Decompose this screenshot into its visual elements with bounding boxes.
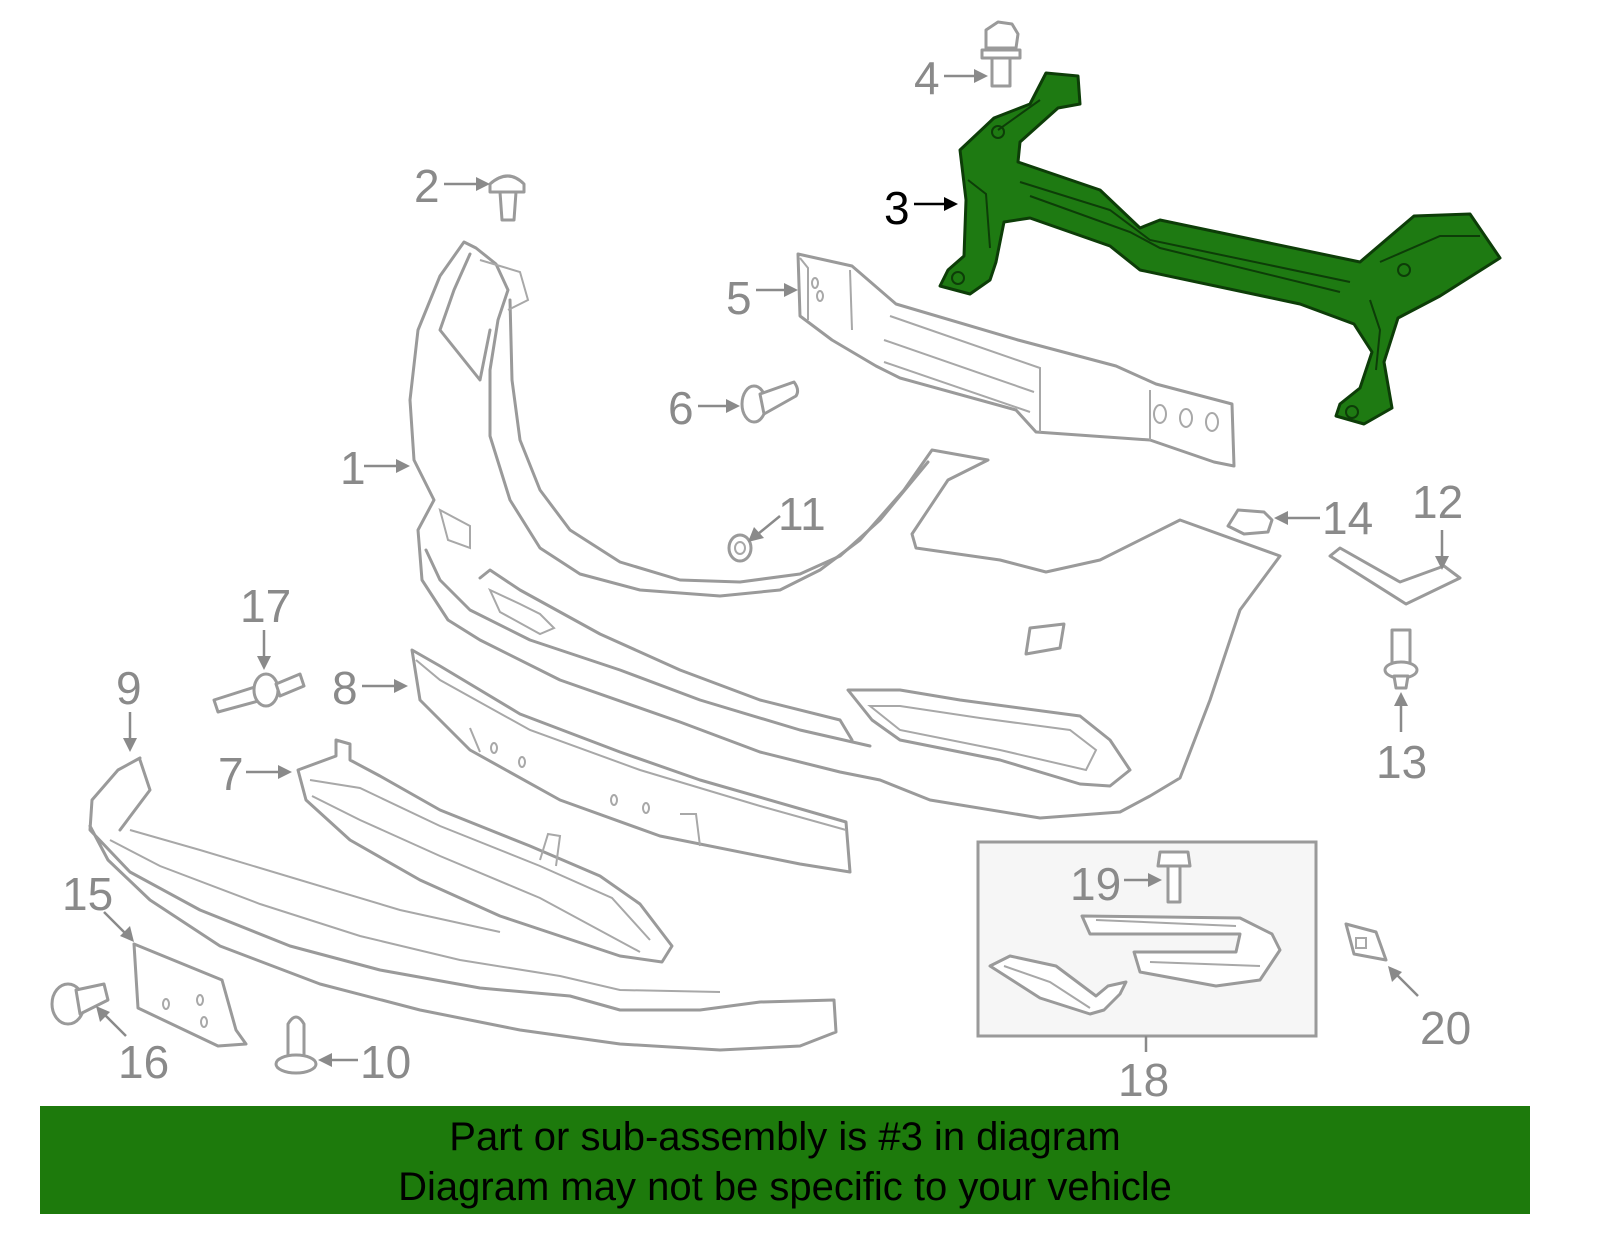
part-1-bumper-cover[interactable] bbox=[408, 240, 1282, 820]
banner-line-1: Part or sub-assembly is #3 in diagram bbox=[449, 1115, 1121, 1159]
callout-1[interactable]: 1 bbox=[340, 442, 366, 494]
part-17-pin[interactable] bbox=[212, 672, 306, 714]
part-8-reinforcement[interactable] bbox=[410, 648, 852, 874]
part-3-upper-support[interactable] bbox=[938, 71, 1502, 426]
part-6-pin[interactable] bbox=[740, 380, 800, 424]
part-13-fastener[interactable] bbox=[1383, 628, 1419, 690]
part-18-inset[interactable] bbox=[976, 840, 1318, 1052]
callout-15[interactable]: 15 bbox=[62, 868, 113, 920]
callout-19[interactable]: 19 bbox=[1070, 858, 1121, 910]
callout-11[interactable]: 11 bbox=[778, 488, 826, 540]
callout-20[interactable]: 20 bbox=[1420, 1002, 1471, 1054]
callout-12[interactable]: 12 bbox=[1412, 476, 1463, 528]
part-4-bolt[interactable] bbox=[980, 20, 1022, 88]
part-15-bracket[interactable] bbox=[132, 942, 248, 1048]
part-2-pin[interactable] bbox=[488, 174, 526, 222]
callout-6[interactable]: 6 bbox=[668, 382, 694, 434]
banner-line-2: Diagram may not be specific to your vehi… bbox=[398, 1165, 1172, 1209]
part-11-grommet[interactable] bbox=[727, 533, 753, 563]
callout-16[interactable]: 16 bbox=[118, 1036, 169, 1088]
part-7-grille[interactable] bbox=[296, 738, 674, 964]
callout-13[interactable]: 13 bbox=[1376, 736, 1427, 788]
callout-14[interactable]: 14 bbox=[1322, 492, 1373, 544]
part-5-absorber[interactable] bbox=[796, 252, 1236, 468]
callout-10[interactable]: 10 bbox=[360, 1036, 411, 1088]
callouts: 1 2 3 4 5 6 7 8 9 10 11 12 13 bbox=[62, 52, 1471, 1106]
callout-7[interactable]: 7 bbox=[218, 748, 244, 800]
callout-9[interactable]: 9 bbox=[116, 662, 142, 714]
part-10-pin[interactable] bbox=[274, 1015, 318, 1075]
part-16-pin[interactable] bbox=[50, 982, 110, 1026]
part-9-valance[interactable] bbox=[88, 756, 838, 1052]
callout-8[interactable]: 8 bbox=[332, 662, 358, 714]
callout-4[interactable]: 4 bbox=[914, 52, 940, 104]
part-14-clip[interactable] bbox=[1226, 508, 1274, 536]
callout-18[interactable]: 18 bbox=[1118, 1054, 1169, 1106]
info-banner: Part or sub-assembly is #3 in diagram Di… bbox=[40, 1106, 1530, 1214]
callout-2[interactable]: 2 bbox=[414, 160, 440, 212]
callout-17[interactable]: 17 bbox=[240, 580, 291, 632]
part-20-clip[interactable] bbox=[1344, 922, 1388, 962]
callout-5[interactable]: 5 bbox=[726, 272, 752, 324]
callout-3[interactable]: 3 bbox=[884, 182, 910, 234]
